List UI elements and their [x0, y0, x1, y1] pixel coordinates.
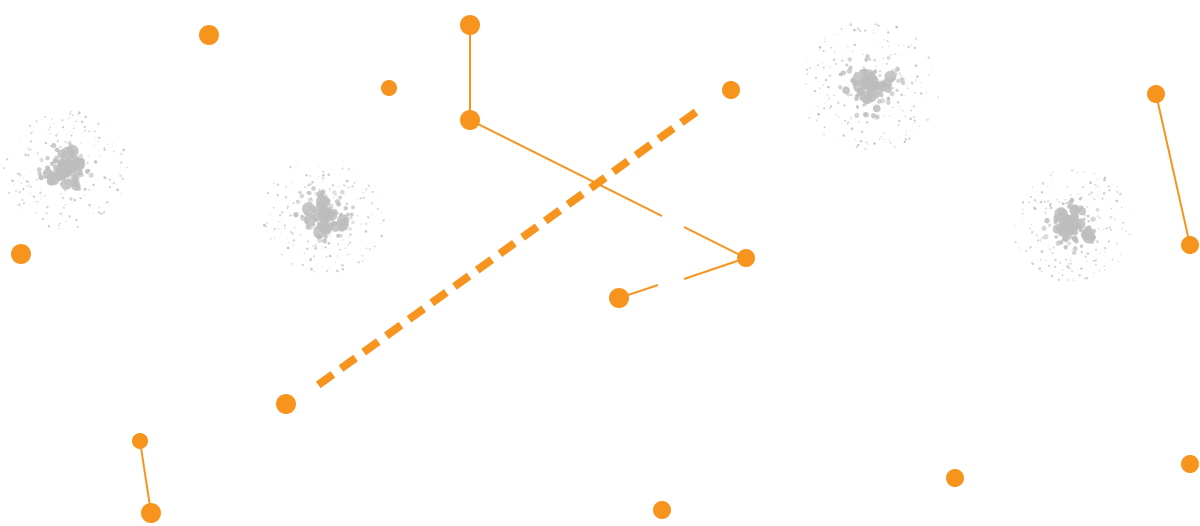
- link-line: [683, 226, 747, 259]
- link-line: [1155, 93, 1191, 246]
- ink-splatter: [1014, 168, 1131, 282]
- link-line: [469, 119, 663, 217]
- node-dot: [653, 501, 671, 519]
- node-layer: [11, 15, 1199, 523]
- node-dot: [722, 81, 740, 99]
- node-dot: [141, 503, 161, 523]
- node-dot: [199, 25, 219, 45]
- link-line: [139, 440, 152, 514]
- node-dot: [11, 244, 31, 264]
- node-dot: [276, 394, 296, 414]
- node-dot: [381, 80, 397, 96]
- node-dot: [609, 288, 629, 308]
- ink-splatter: [3, 110, 129, 230]
- splatter-layer: [3, 23, 1131, 282]
- node-dot: [737, 249, 755, 267]
- ink-splatter: [805, 23, 939, 151]
- node-dot: [1181, 236, 1199, 254]
- dashed-link: [311, 108, 699, 392]
- node-dot: [946, 469, 964, 487]
- node-dot: [460, 15, 480, 35]
- ink-splatter: [263, 160, 385, 273]
- node-dot: [132, 433, 148, 449]
- node-dot: [1181, 455, 1199, 473]
- node-dot: [460, 110, 480, 130]
- link-line: [683, 257, 747, 280]
- node-dot: [1147, 85, 1165, 103]
- link-layer: [139, 25, 1191, 514]
